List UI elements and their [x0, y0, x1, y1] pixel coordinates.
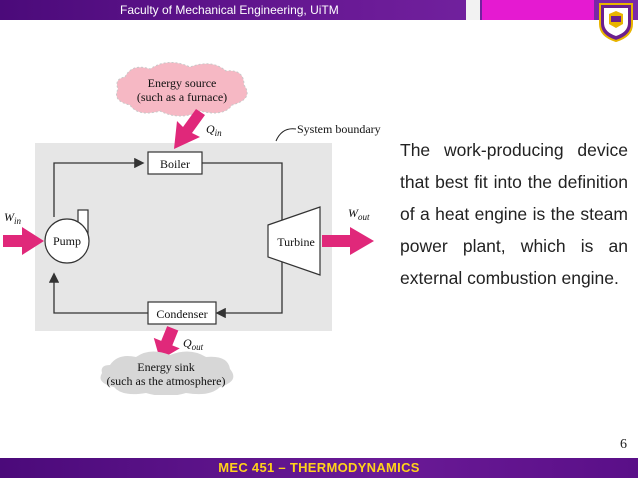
- system-boundary-leader: [275, 128, 297, 142]
- energy-sink-label-2: (such as the atmosphere): [107, 374, 226, 388]
- energy-source-label-2: (such as a furnace): [137, 90, 227, 104]
- header-accent-light: [466, 0, 480, 20]
- energy-sink-label-1: Energy sink: [137, 360, 194, 374]
- header-accent-magenta: [482, 0, 594, 20]
- university-crest-icon: [599, 3, 633, 42]
- w-out-arrow: [322, 227, 374, 255]
- footer-bar: MEC 451 – THERMODYNAMICS: [0, 458, 638, 478]
- line-pump-boiler: [53, 157, 145, 217]
- q-out-label: Qout: [183, 336, 204, 352]
- header-bar: Faculty of Mechanical Engineering, UiTM: [0, 0, 638, 20]
- system-boundary-label: System boundary: [297, 122, 381, 136]
- w-in-arrow: [3, 227, 44, 255]
- heat-engine-diagram: Energy source (such as a furnace) Qin Sy…: [3, 62, 381, 395]
- w-in-label: Win: [4, 210, 22, 226]
- line-turbine-condenser: [215, 259, 283, 319]
- pump-label: Pump: [53, 234, 81, 248]
- page-number: 6: [620, 437, 627, 452]
- q-in-label: Qin: [206, 122, 222, 138]
- energy-source-cloud: [116, 62, 248, 117]
- course-title: MEC 451 – THERMODYNAMICS: [218, 460, 420, 475]
- w-out-label: Wout: [348, 206, 370, 222]
- header-title: Faculty of Mechanical Engineering, UiTM: [120, 3, 339, 17]
- energy-sink-cloud: [100, 351, 234, 395]
- condenser-box: [147, 301, 217, 325]
- q-in-arrow: [174, 109, 205, 149]
- line-condenser-pump: [48, 272, 148, 314]
- boiler-box: [147, 151, 203, 175]
- body-paragraph: The work-producing device that best fit …: [400, 140, 628, 288]
- turbine-label: Turbine: [277, 235, 315, 249]
- boiler-label: Boiler: [160, 157, 190, 171]
- line-boiler-turbine: [202, 162, 288, 242]
- condenser-label: Condenser: [156, 307, 207, 321]
- turbine-shape: [267, 206, 321, 276]
- q-out-arrow: [153, 326, 180, 360]
- pump-shape: [44, 209, 90, 264]
- energy-source-label-1: Energy source: [148, 76, 217, 90]
